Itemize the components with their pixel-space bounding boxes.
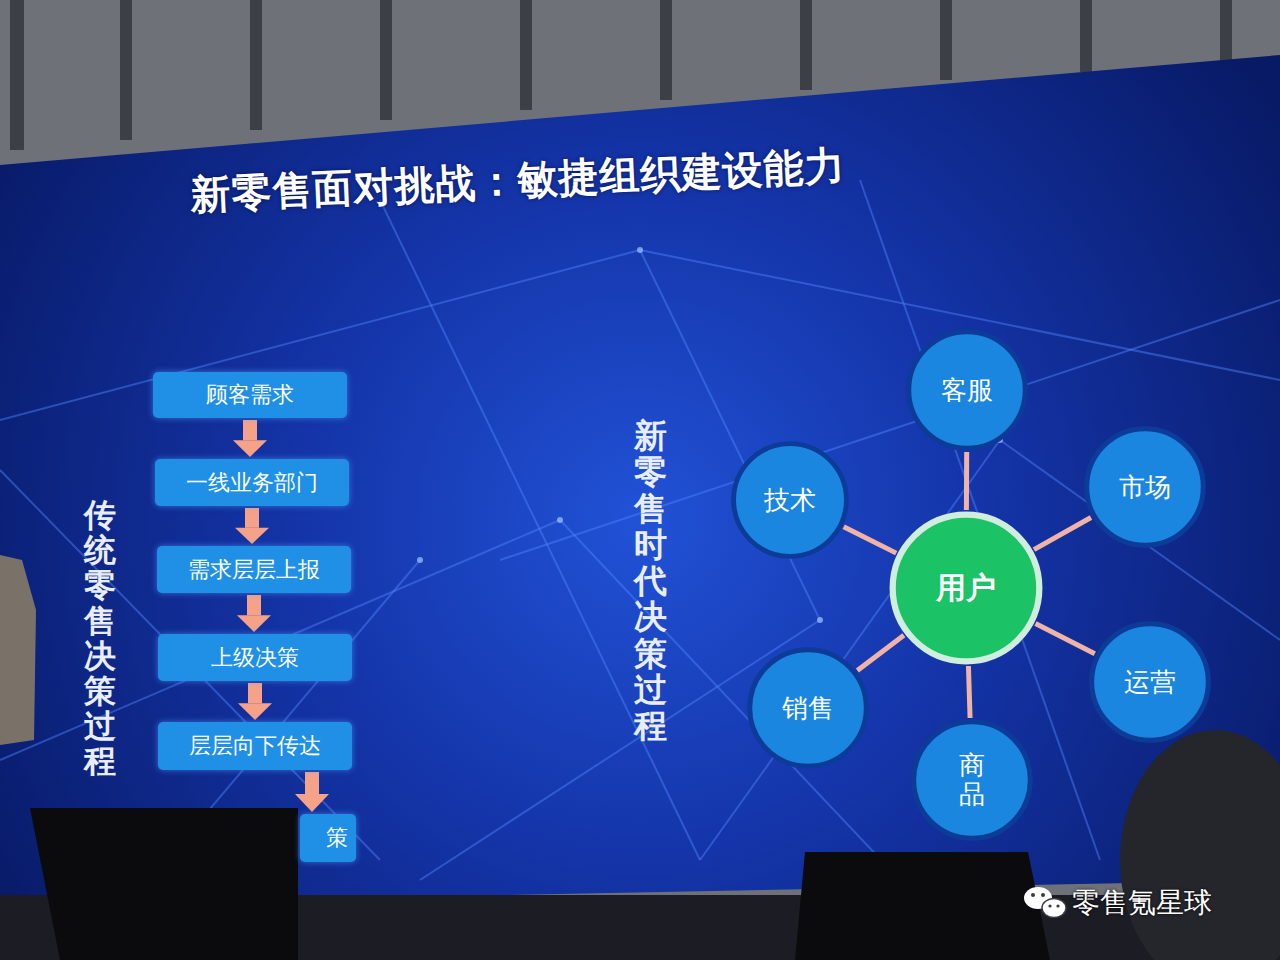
process-box: 层层向下传达 — [158, 722, 352, 770]
vertical-caption: 传统零售决策过程 — [84, 498, 116, 780]
spoke-line — [1035, 623, 1094, 653]
process-box: 上级决策 — [158, 634, 352, 681]
circle-label: 市场 — [1119, 470, 1171, 505]
circle-label: 销售 — [782, 691, 834, 726]
role-circle: 销售 — [746, 646, 870, 770]
arrow-shaft — [857, 635, 904, 670]
circle-label: 商品 — [959, 751, 985, 808]
role-circle: 客服 — [905, 328, 1029, 452]
spoke-line — [966, 452, 967, 510]
spoke-line — [857, 635, 904, 670]
flow-arrow — [233, 420, 267, 457]
circle-shape — [750, 650, 867, 767]
flow-arrow — [235, 508, 269, 544]
watermark: 零售氪星球 — [1072, 884, 1212, 922]
circle-shape — [909, 332, 1026, 449]
circle-label: 运营 — [1124, 665, 1176, 700]
projection-screen — [0, 55, 1280, 905]
vertical-caption: 新零售时代决策过程 — [634, 418, 667, 745]
arrow-shaft — [968, 666, 970, 718]
circle-label: 技术 — [764, 483, 816, 518]
circle-label: 用户 — [936, 568, 996, 609]
arrow-shaft — [844, 527, 897, 553]
stage-monitor — [30, 808, 298, 960]
wechat-icon — [1024, 887, 1066, 918]
role-circle: 技术 — [730, 440, 850, 560]
speaker-figure — [0, 555, 36, 745]
flow-arrow — [295, 772, 329, 812]
circle-shape — [1087, 429, 1204, 546]
arrow-head — [233, 440, 267, 457]
box-label: 层层向下传达 — [189, 731, 321, 761]
role-circle: 市场 — [1083, 425, 1207, 549]
stage-monitor — [795, 852, 1050, 960]
process-box: 需求层层上报 — [157, 546, 351, 593]
arrow-head — [235, 528, 269, 544]
box-label: 顾客需求 — [206, 380, 294, 410]
circle-shape — [734, 444, 847, 557]
arrow-head — [295, 794, 329, 812]
audience-head — [1120, 730, 1280, 960]
slide-title: 新零售面对挑战：敏捷组织建设能力 — [189, 138, 847, 223]
process-box: 一线业务部门 — [155, 459, 349, 506]
flow-arrow — [237, 595, 271, 632]
arrow-head — [237, 615, 271, 632]
process-box: 策 — [300, 814, 356, 862]
process-box: 顾客需求 — [153, 372, 347, 418]
arrow-shaft — [243, 420, 257, 440]
circle-shape — [893, 515, 1040, 662]
circle-shape — [1092, 624, 1209, 741]
arrow-shaft — [1034, 517, 1091, 549]
arrow-shaft — [247, 595, 261, 615]
box-label: 策 — [326, 823, 348, 853]
box-label: 一线业务部门 — [186, 468, 318, 498]
spoke-line — [968, 666, 970, 718]
arrow-shaft — [305, 772, 319, 794]
arrow-head — [238, 703, 272, 720]
flow-arrow — [238, 683, 272, 720]
arrow-shaft — [1035, 623, 1094, 653]
circle-shape — [914, 722, 1031, 839]
box-label: 上级决策 — [211, 643, 299, 673]
role-circle: 商品 — [910, 718, 1034, 842]
network-lines — [0, 180, 1280, 880]
spoke-line — [1034, 517, 1091, 549]
box-label: 需求层层上报 — [188, 555, 320, 585]
arrow-shaft — [245, 508, 259, 528]
role-circle: 运营 — [1088, 620, 1212, 744]
circle-label: 客服 — [941, 373, 993, 408]
spoke-line — [844, 527, 897, 553]
arrow-shaft — [964, 452, 969, 510]
arrow-shaft — [248, 683, 262, 703]
role-circle: 用户 — [888, 510, 1044, 666]
